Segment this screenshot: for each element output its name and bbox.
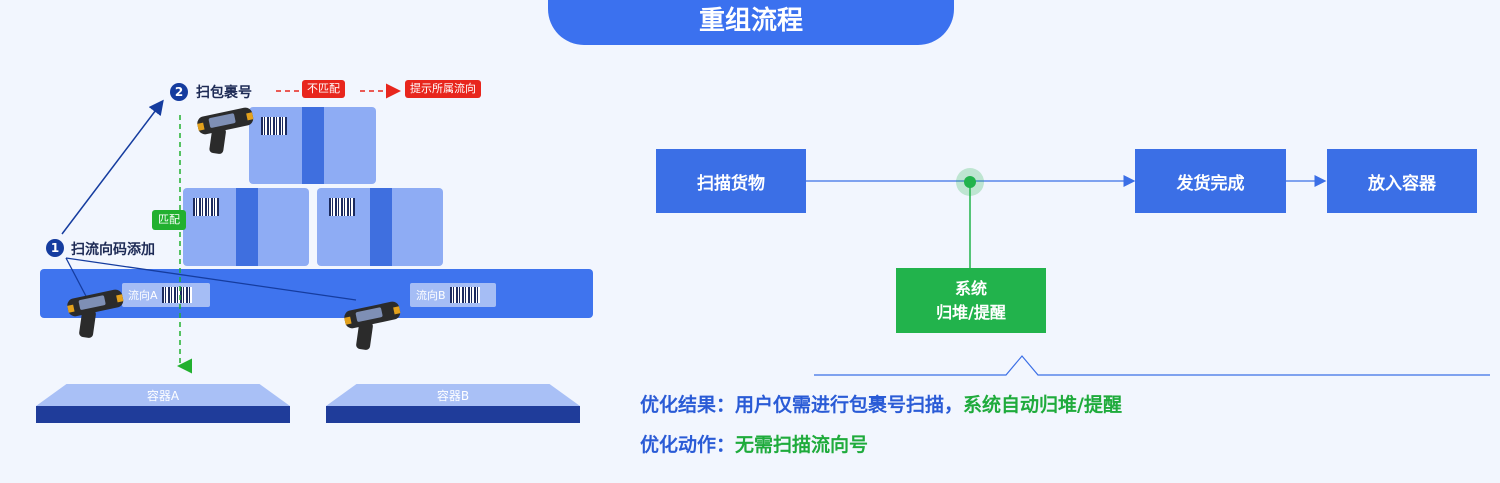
result-label: 优化结果： xyxy=(640,394,736,416)
package-box-middle-left xyxy=(183,188,309,266)
step-2-label: 扫包裹号 xyxy=(196,85,252,101)
container-a: 容器A xyxy=(36,384,290,406)
match-tag: 匹配 xyxy=(152,210,186,230)
put-in-container-node: 放入容器 xyxy=(1327,149,1477,213)
mismatch-tag: 不匹配 xyxy=(302,80,345,98)
package-box-middle-right xyxy=(317,188,443,266)
lane-b-text: 流向B xyxy=(416,289,446,302)
result-row-2: 优化动作：无需扫描流向号 xyxy=(640,430,868,457)
system-line-2: 归堆/提醒 xyxy=(936,302,1006,322)
result-row-1: 优化结果：用户仅需进行包裹号扫描，系统自动归堆/提醒 xyxy=(640,390,1122,417)
container-a-base xyxy=(36,406,290,423)
result-text-blue: 用户仅需进行包裹号扫描， xyxy=(735,394,964,416)
scanner-icon xyxy=(197,107,254,154)
scanner-icon xyxy=(344,301,401,350)
package-box-top xyxy=(249,107,376,184)
container-a-label: 容器A xyxy=(146,388,180,403)
system-sort-node: 系统 归堆/提醒 xyxy=(896,268,1046,333)
lane-label-a: 流向A xyxy=(122,283,210,307)
page-title: 重组流程 xyxy=(548,0,954,45)
shipment-complete-node: 发货完成 xyxy=(1135,149,1286,213)
container-b: 容器B xyxy=(326,384,580,406)
step-1-badge: 1 xyxy=(46,239,64,257)
system-line-1: 系统 xyxy=(954,278,987,298)
action-label: 优化动作： xyxy=(640,434,736,456)
hint-tag: 提示所属流向 xyxy=(405,80,481,98)
barcode-icon xyxy=(161,287,192,303)
step-1-label: 扫流向码添加 xyxy=(71,242,155,258)
lane-a-text: 流向A xyxy=(128,289,158,302)
step-2-badge: 2 xyxy=(170,83,188,101)
lane-label-b: 流向B xyxy=(410,283,496,307)
barcode-icon xyxy=(449,287,480,303)
container-b-label: 容器B xyxy=(436,388,470,403)
scan-goods-node: 扫描货物 xyxy=(656,149,806,213)
action-text-green: 无需扫描流向号 xyxy=(735,434,869,456)
scanner-icon xyxy=(67,289,124,338)
container-b-base xyxy=(326,406,580,423)
result-text-green: 系统自动归堆/提醒 xyxy=(963,394,1122,416)
